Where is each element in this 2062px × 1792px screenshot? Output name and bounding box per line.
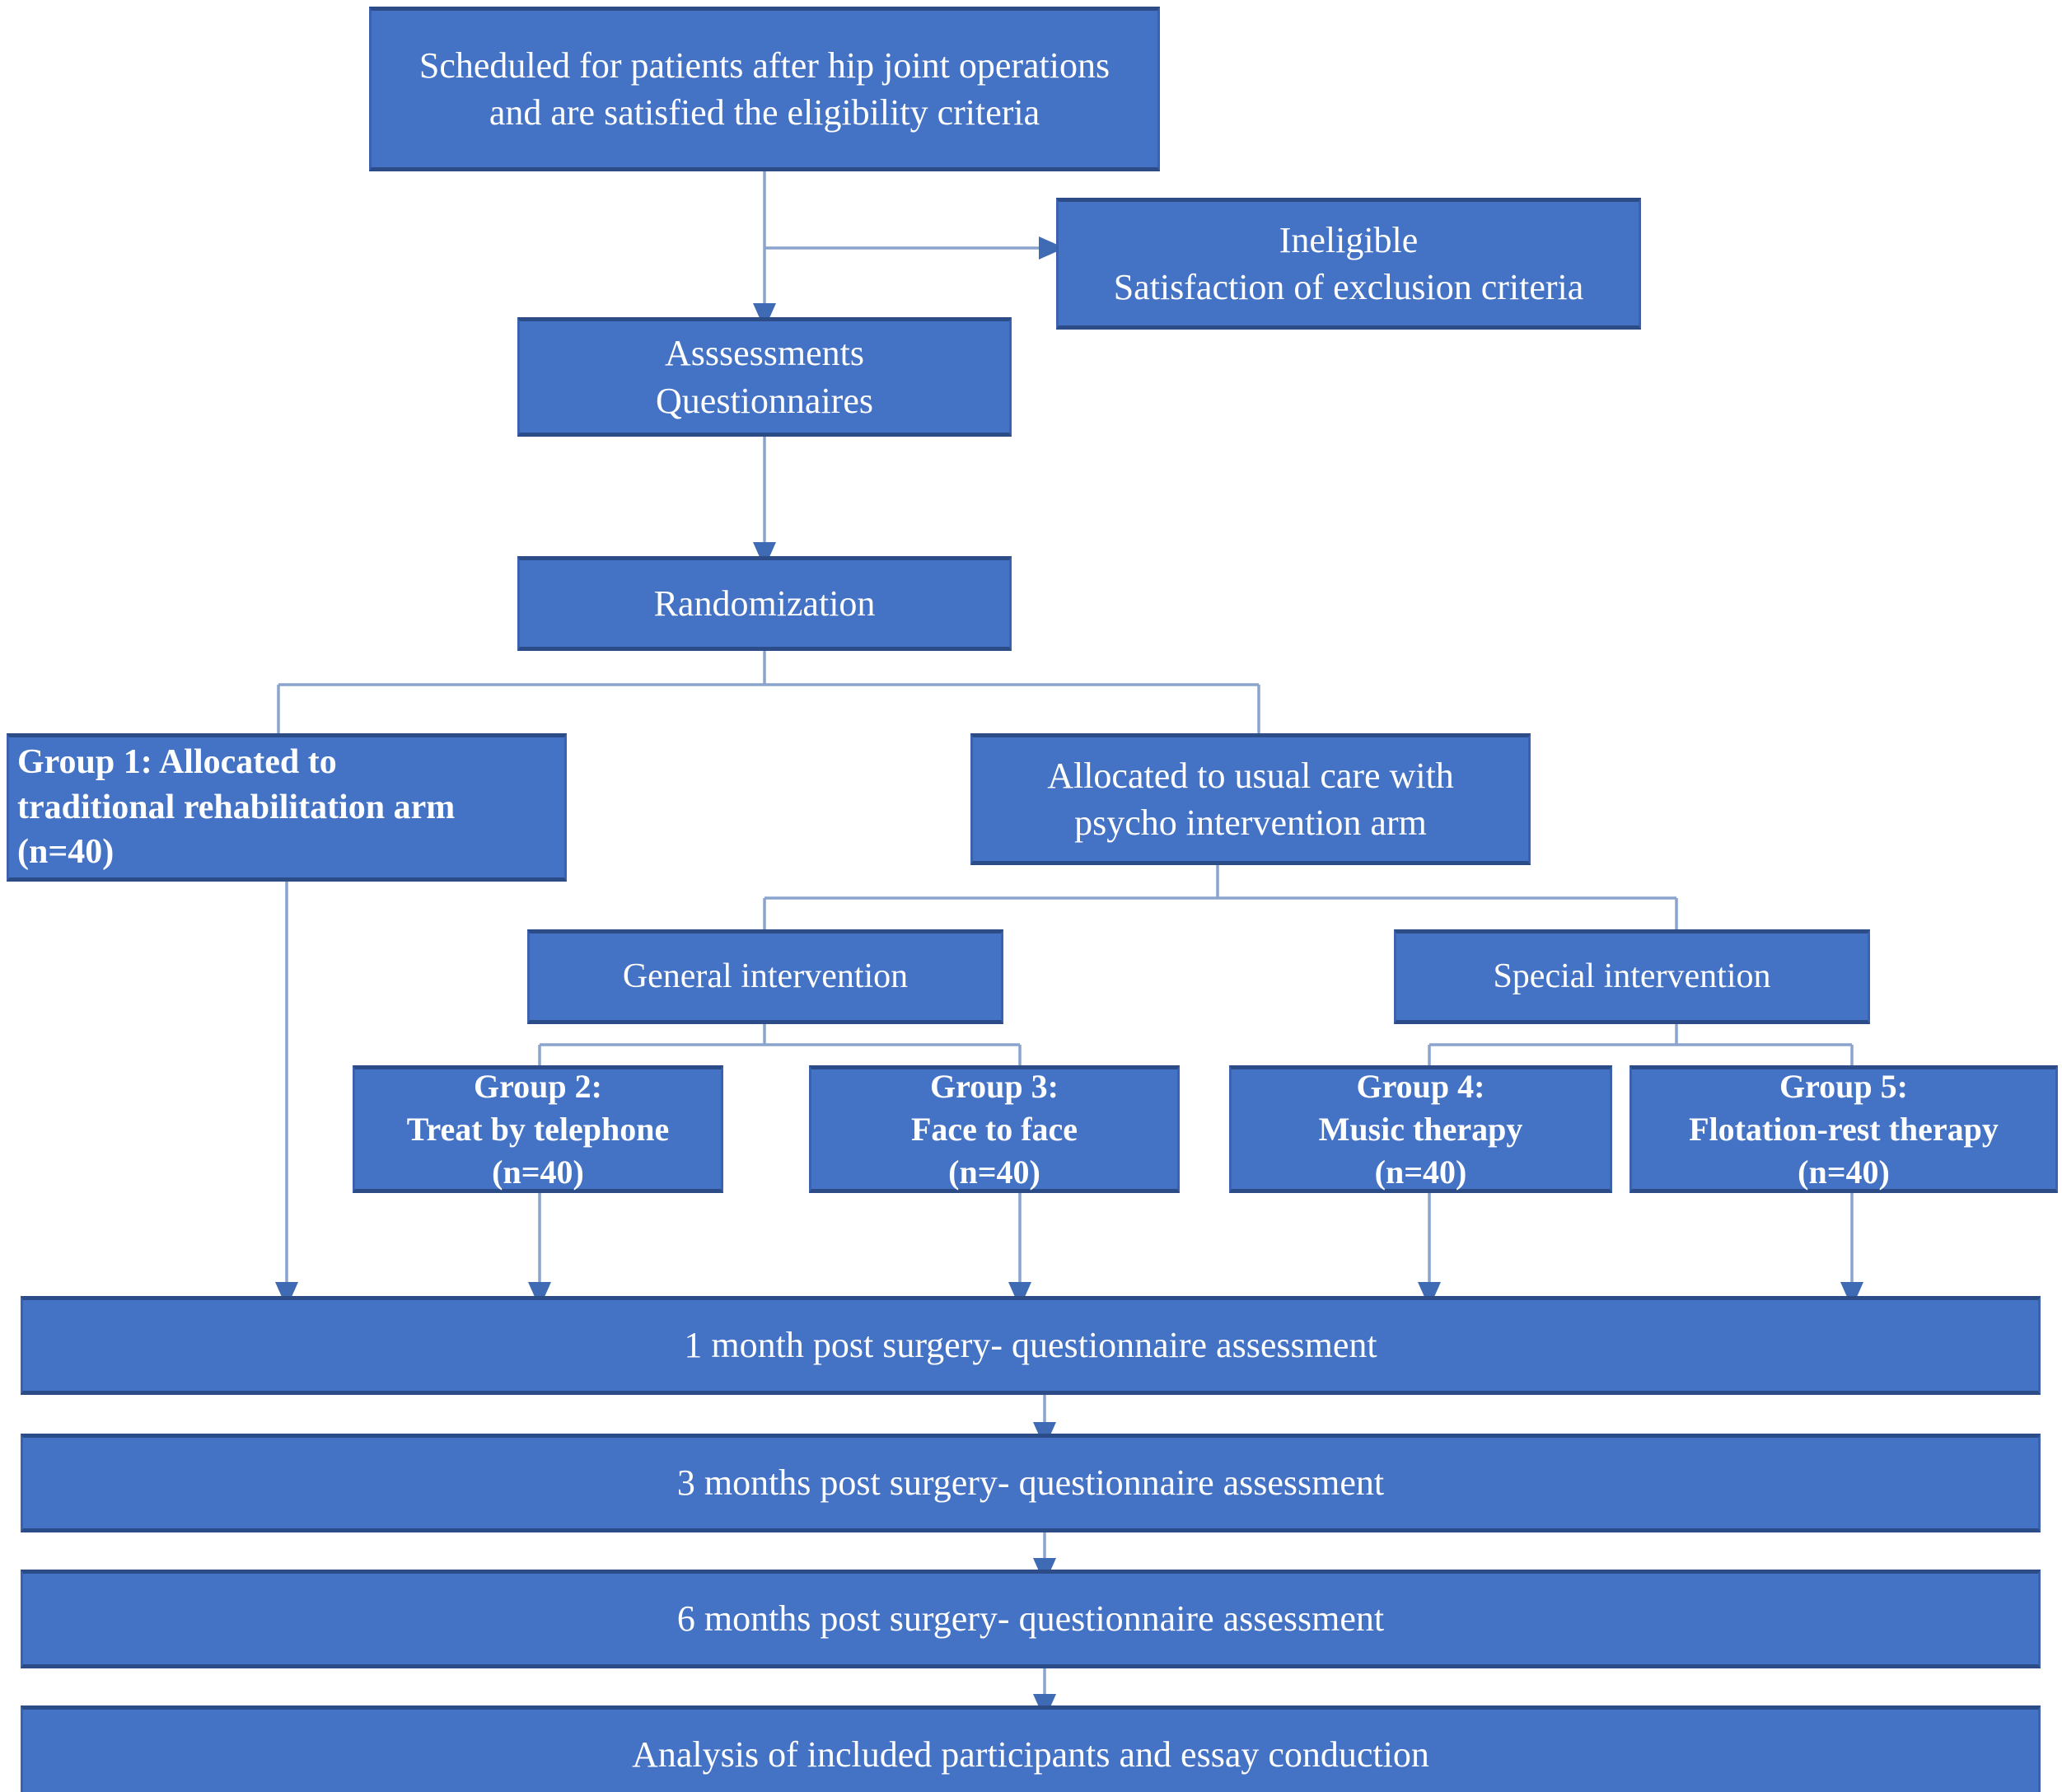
- node-assessments: Asssessments Questionnaires: [517, 317, 1012, 437]
- node-analysis: Analysis of included participants and es…: [21, 1705, 2041, 1792]
- node-group5-line2: Flotation-rest therapy: [1689, 1110, 1999, 1148]
- node-screening: Scheduled for patients after hip joint o…: [369, 7, 1160, 171]
- node-group1-line1: Group 1: Allocated to: [17, 743, 337, 782]
- node-group5-line1: Group 5:: [1779, 1067, 1908, 1105]
- node-usual-care: Allocated to usual care with psycho inte…: [970, 733, 1531, 865]
- node-screening-line1: Scheduled for patients after hip joint o…: [418, 44, 1110, 86]
- node-group1-line2: traditional rehabilitation arm: [17, 788, 456, 826]
- node-followup-6months: 6 months post surgery- questionnaire ass…: [21, 1570, 2041, 1668]
- node-special-intervention-label: Special intervention: [1493, 957, 1771, 996]
- node-special-intervention: Special intervention: [1394, 929, 1870, 1024]
- node-randomization: Randomization: [517, 556, 1012, 651]
- node-assessments-line1: Asssessments: [664, 333, 865, 374]
- node-group3-line2: Face to face: [910, 1110, 1078, 1148]
- node-group5-line3: (n=40): [1798, 1153, 1890, 1191]
- node-group1-line3: (n=40): [17, 833, 115, 872]
- node-group4-line2: Music therapy: [1318, 1110, 1523, 1148]
- node-group4-line3: (n=40): [1374, 1153, 1467, 1191]
- node-usual-care-line2: psycho intervention arm: [1074, 802, 1427, 843]
- node-screening-line2: and are satisfied the eligibility criter…: [489, 92, 1040, 133]
- node-group5: Group 5: Flotation-rest therapy (n=40): [1629, 1065, 2058, 1193]
- node-ineligible-line1: Ineligible: [1279, 219, 1419, 260]
- node-group3-line1: Group 3:: [930, 1067, 1059, 1105]
- node-general-intervention-label: General intervention: [622, 957, 909, 996]
- node-followup-6months-label: 6 months post surgery- questionnaire ass…: [676, 1598, 1385, 1640]
- node-group3: Group 3: Face to face (n=40): [809, 1065, 1180, 1193]
- node-randomization-line1: Randomization: [653, 583, 876, 624]
- node-usual-care-line1: Allocated to usual care with: [1047, 755, 1454, 796]
- node-group2-line1: Group 2:: [474, 1067, 602, 1105]
- node-group4-line1: Group 4:: [1356, 1067, 1485, 1105]
- node-followup-1month-label: 1 month post surgery- questionnaire asse…: [684, 1325, 1377, 1366]
- node-group4: Group 4: Music therapy (n=40): [1229, 1065, 1612, 1193]
- node-group2-line3: (n=40): [492, 1153, 584, 1191]
- node-group2: Group 2: Treat by telephone (n=40): [353, 1065, 723, 1193]
- node-ineligible: Ineligible Satisfaction of exclusion cri…: [1056, 198, 1641, 330]
- node-followup-1month: 1 month post surgery- questionnaire asse…: [21, 1296, 2041, 1395]
- node-group3-line3: (n=40): [948, 1153, 1040, 1191]
- node-analysis-label: Analysis of included participants and es…: [632, 1734, 1429, 1776]
- node-followup-3months: 3 months post surgery- questionnaire ass…: [21, 1434, 2041, 1532]
- node-ineligible-line2: Satisfaction of exclusion criteria: [1113, 267, 1584, 307]
- node-group2-line2: Treat by telephone: [406, 1110, 670, 1148]
- node-followup-3months-label: 3 months post surgery- questionnaire ass…: [676, 1462, 1385, 1504]
- node-group1: Group 1: Allocated to traditional rehabi…: [7, 733, 567, 882]
- node-assessments-line2: Questionnaires: [656, 380, 873, 421]
- node-general-intervention: General intervention: [527, 929, 1003, 1024]
